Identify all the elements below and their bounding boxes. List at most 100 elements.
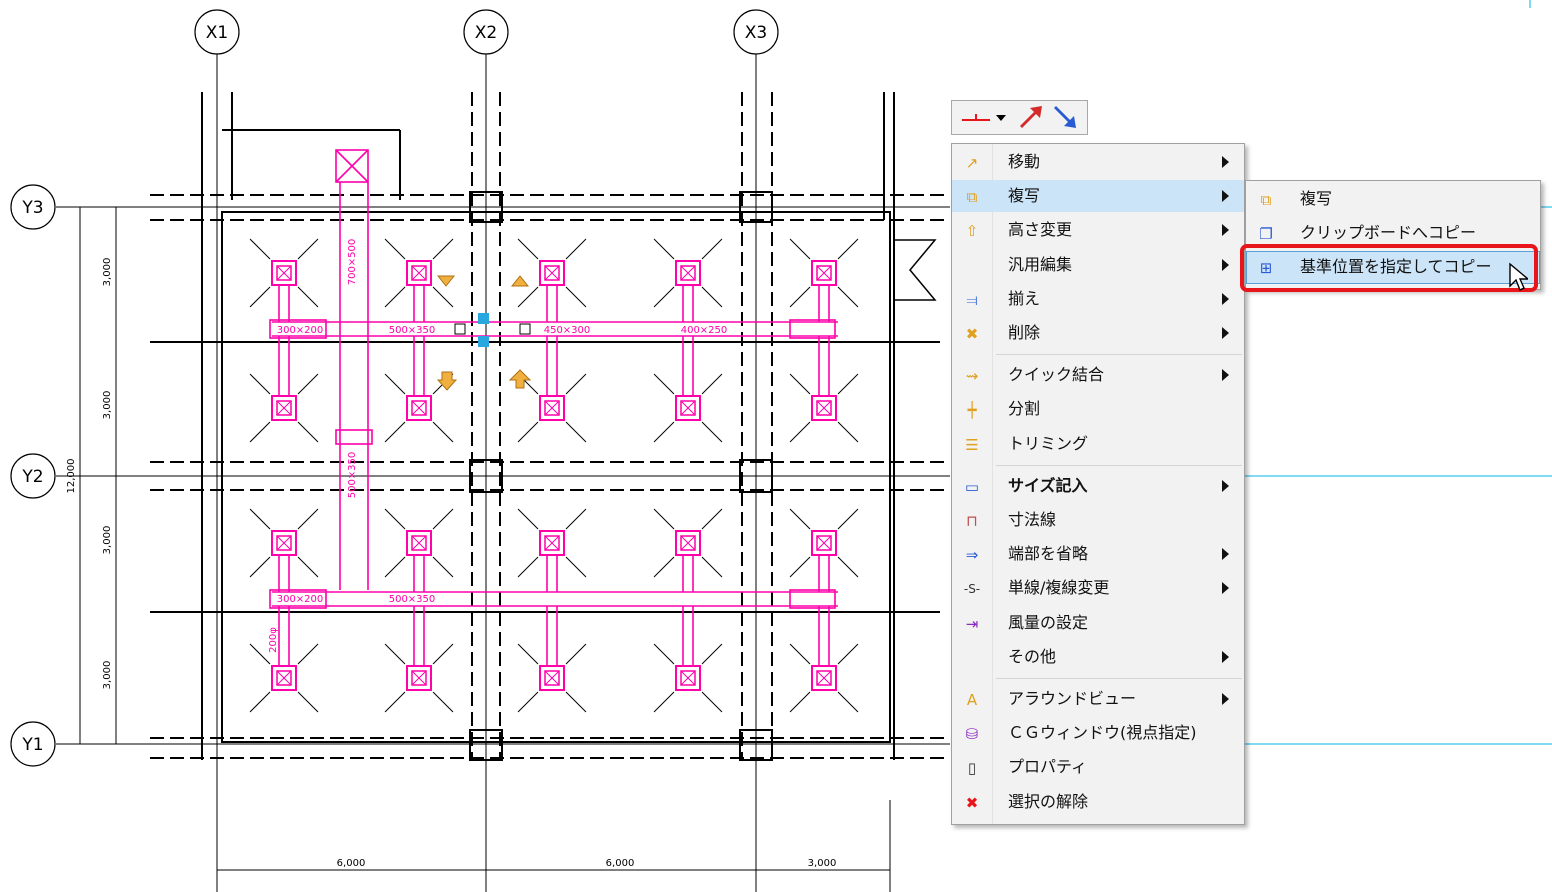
menu-item-3[interactable]: ⇧高さ変更 bbox=[952, 214, 1244, 246]
menu-item-label: その他 bbox=[1008, 646, 1057, 666]
dimension-label: 3,000 bbox=[808, 858, 837, 869]
axis-label-x: X2 bbox=[475, 23, 497, 43]
menu-icon-gutter bbox=[952, 144, 993, 824]
menu-item-7[interactable]: ⇝クイック結合 bbox=[952, 359, 1244, 391]
delete-icon: ✖ bbox=[965, 325, 979, 343]
menu-item-label: クイック結合 bbox=[1008, 365, 1105, 385]
airflow-icon: ⇥ bbox=[965, 614, 979, 633]
menu-separator bbox=[996, 354, 1242, 356]
arrow-down-right-icon[interactable] bbox=[1050, 104, 1080, 130]
duct-size-label: 500×350 bbox=[389, 325, 436, 336]
submenu-item-label: クリップボードへコピー bbox=[1300, 223, 1477, 242]
duct-size-label: 400×250 bbox=[681, 325, 728, 336]
duct-size-label: 450×300 bbox=[544, 325, 591, 336]
submenu-arrow-icon bbox=[1222, 224, 1229, 237]
move-icon: ↗ bbox=[965, 154, 979, 172]
arrow-up-right-icon[interactable] bbox=[1016, 104, 1046, 130]
axis-bubble-x bbox=[463, 9, 509, 55]
menu-item-14[interactable]: ⇥ 風量の設定 bbox=[952, 607, 1244, 639]
omit-end-icon: ⇒ bbox=[965, 546, 979, 565]
menu-item-label: トリミング bbox=[1008, 433, 1089, 453]
line-type-dropdown[interactable] bbox=[956, 104, 1012, 130]
menu-item-6[interactable]: ✖削除 bbox=[952, 317, 1244, 349]
ceiling-diffuser bbox=[249, 373, 319, 443]
duct-size-label: 700×500 bbox=[347, 239, 358, 286]
submenu-item-3[interactable]: ⊞基準位置を指定してコピー bbox=[1246, 251, 1540, 284]
menu-item-2[interactable]: ⧉複写 bbox=[952, 180, 1244, 213]
menu-item-18[interactable]: ▯プロパティ bbox=[952, 751, 1244, 783]
submenu-arrow-icon bbox=[1222, 258, 1229, 271]
duct-fitting bbox=[789, 589, 836, 609]
ceiling-diffuser bbox=[384, 373, 454, 443]
menu-item-13[interactable]: -S- 単線/複線変更 bbox=[952, 572, 1244, 604]
menu-item-19[interactable]: ✖選択の解除 bbox=[952, 786, 1244, 818]
duct-size-label: 500×350 bbox=[347, 452, 358, 499]
axis-label-y: Y1 bbox=[21, 735, 43, 755]
ceiling-diffuser bbox=[653, 508, 723, 578]
submenu-arrow-icon bbox=[1222, 190, 1229, 203]
axis-bubble-y bbox=[10, 453, 56, 499]
menu-item-15[interactable]: その他 bbox=[952, 641, 1244, 673]
menu-separator bbox=[996, 464, 1242, 466]
dimension-line-icon: ⊓ bbox=[966, 512, 978, 530]
axis-label-y: Y3 bbox=[21, 198, 43, 218]
submenu-item-label: 基準位置を指定してコピー bbox=[1300, 257, 1492, 276]
submenu-item-2[interactable]: ❐ クリップボードへコピー bbox=[1246, 217, 1540, 250]
submenu-arrow-icon bbox=[1222, 369, 1229, 382]
axis-bubble-y bbox=[10, 184, 56, 230]
menu-separator bbox=[996, 678, 1242, 679]
ceiling-diffuser bbox=[517, 643, 587, 713]
menu-item-label: 高さ変更 bbox=[1008, 220, 1073, 240]
duct-size-label: 300×200 bbox=[277, 325, 324, 336]
dimension-label: 3,000 bbox=[102, 526, 113, 555]
menu-item-17[interactable]: ⛁ＣＧウィンドウ(視点指定) bbox=[952, 717, 1244, 749]
menu-item-label: 移動 bbox=[1008, 152, 1041, 171]
axis-label-y: Y2 bbox=[21, 467, 43, 487]
context-menu: ↗ 移動 ⧉複写⇧高さ変更汎用編集 ⫤揃え✖削除 ⇝クイック結合┿分割 ☰ トリミング ▭サイ… bbox=[951, 143, 1245, 825]
ceiling-diffuser bbox=[517, 238, 587, 308]
menu-item-10[interactable]: ▭サイズ記入 bbox=[952, 470, 1244, 502]
menu-item-label: 風量の設定 bbox=[1008, 612, 1089, 632]
submenu-item-1[interactable]: ⧉複写 bbox=[1246, 183, 1540, 216]
size-annotation-icon: ▭ bbox=[964, 477, 980, 496]
menu-item-4[interactable]: 汎用編集 bbox=[952, 249, 1244, 281]
submenu-arrow-icon bbox=[1222, 327, 1229, 339]
trim-icon: ☰ bbox=[965, 435, 979, 454]
dimension-label: 6,000 bbox=[337, 858, 366, 869]
submenu-arrow-icon bbox=[1222, 582, 1229, 595]
menu-item-9[interactable]: ☰ トリミング bbox=[952, 428, 1244, 460]
ceiling-diffuser bbox=[517, 508, 587, 578]
selection-grips[interactable] bbox=[454, 313, 531, 347]
axis-bubble-x bbox=[733, 9, 779, 55]
ceiling-diffuser bbox=[789, 373, 859, 443]
direction-arrows bbox=[436, 275, 532, 391]
submenu-arrow-icon bbox=[1222, 650, 1229, 663]
menu-item-label: 寸法線 bbox=[1008, 510, 1057, 529]
axis-guide-lines bbox=[1243, 0, 1552, 745]
submenu-arrow-icon bbox=[1222, 479, 1229, 492]
clipboard-copy-icon: ❐ bbox=[1259, 225, 1273, 243]
dimension-lines bbox=[79, 207, 891, 892]
ceiling-diffuser bbox=[384, 643, 454, 713]
dimension-label: 3,000 bbox=[102, 258, 113, 287]
menu-item-8[interactable]: ┿分割 bbox=[952, 393, 1244, 425]
submenu-arrow-icon bbox=[1222, 693, 1229, 705]
menu-item-label: プロパティ bbox=[1008, 757, 1088, 777]
menu-item-12[interactable]: ⇒端部を省略 bbox=[952, 538, 1244, 570]
menu-item-label: 汎用編集 bbox=[1008, 254, 1073, 274]
deselect-icon: ✖ bbox=[965, 793, 979, 812]
air-handler-unit bbox=[335, 149, 369, 183]
menu-item-11[interactable]: ⊓ 寸法線 bbox=[952, 504, 1244, 536]
menu-item-5[interactable]: ⫤揃え bbox=[952, 283, 1244, 315]
menu-item-label: 単線/複線変更 bbox=[1008, 578, 1110, 598]
duct-size-label: 300×200 bbox=[277, 594, 324, 605]
single-double-line-icon: -S- bbox=[963, 582, 981, 597]
ceiling-diffuser bbox=[789, 238, 859, 308]
duct-fitting bbox=[269, 589, 327, 609]
door-symbol bbox=[894, 239, 937, 301]
menu-item-1[interactable]: ↗ 移動 bbox=[952, 146, 1244, 178]
highlight-annotation-box bbox=[1240, 244, 1538, 292]
